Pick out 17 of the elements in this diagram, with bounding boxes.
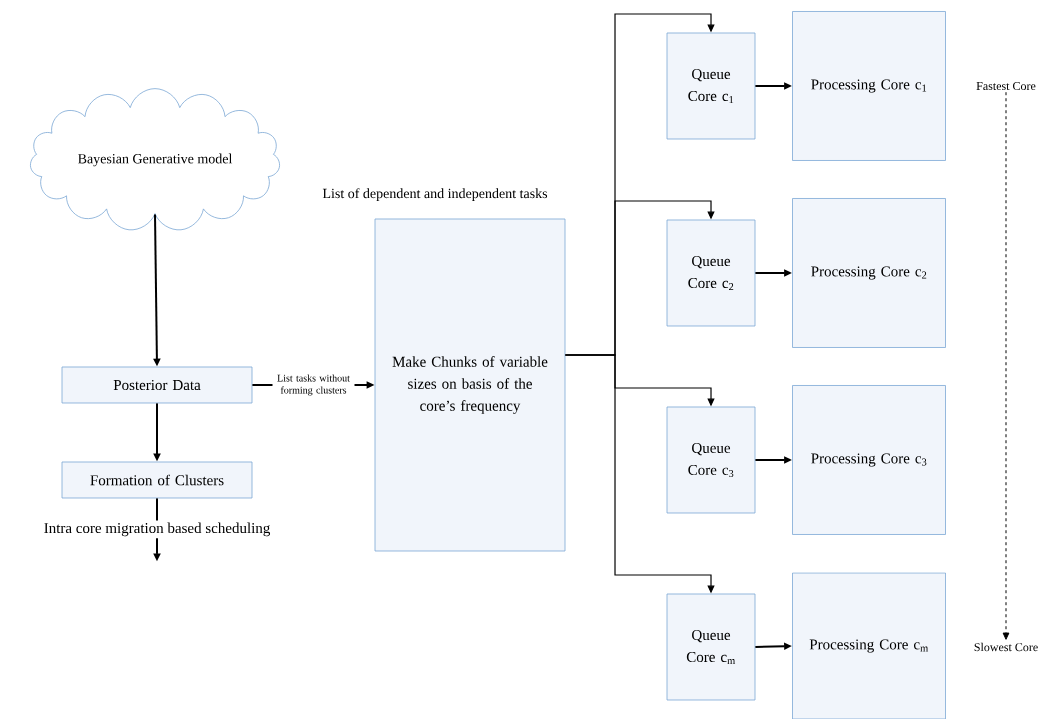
processing-core-box: Processing Core c$_{1}$: [792, 11, 946, 161]
queue-box: Queue Core c$_{3}$: [666, 406, 756, 514]
processing-core-box: Processing Core c$_{m}$: [792, 572, 946, 719]
processing-core-box: Processing Core c$_{2}$: [792, 198, 946, 348]
edge-label: Intra core migration based scheduling: [41, 520, 273, 539]
heading-text: List of dependent and independent tasks: [322, 188, 548, 201]
processing-core-box: Processing Core c$_{3}$: [792, 385, 946, 535]
process-box: Formation of Clusters: [61, 461, 253, 499]
queue-box: Queue Core c$_{m}$: [666, 593, 756, 701]
edge-label: List tasks without forming clusters: [272, 372, 355, 398]
queue-box: Queue Core c$_{1}$: [666, 32, 756, 140]
process-box: Posterior Data: [61, 366, 253, 404]
queue-box: Queue Core c$_{2}$: [666, 219, 756, 327]
arrow: [1002, 91, 1010, 640]
process-box: Make Chunks of variable sizes on basis of the core’s frequency: [374, 218, 566, 552]
core-speed-label: Fastest Core: [976, 81, 1036, 90]
core-speed-label: Slowest Core: [974, 642, 1038, 652]
